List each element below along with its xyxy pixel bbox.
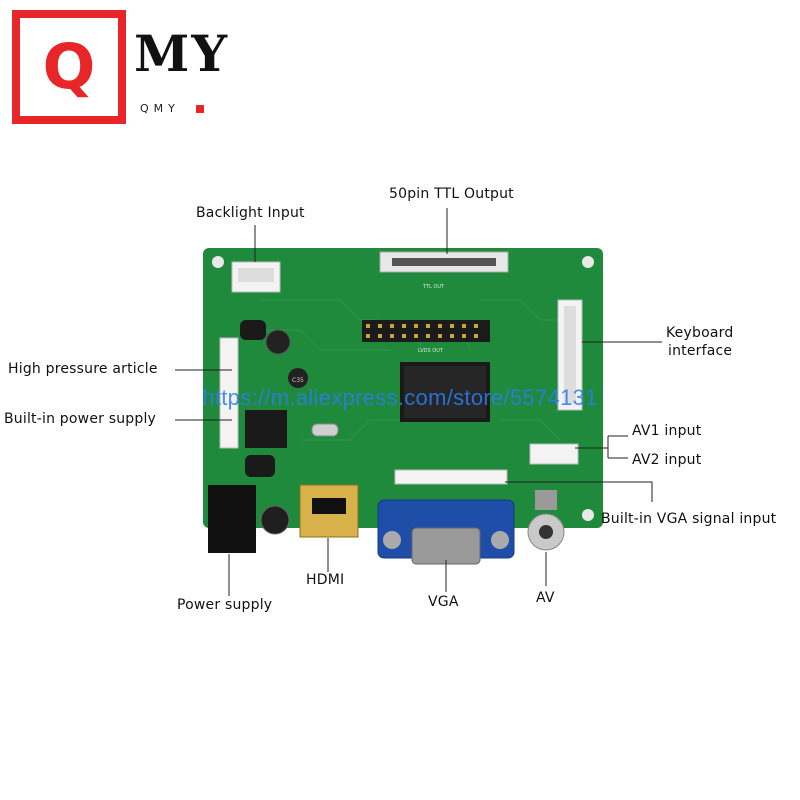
label-keyboard-1: Keyboard (666, 325, 734, 341)
vga-signal-strip (394, 469, 508, 485)
label-av: AV (536, 590, 555, 606)
label-av2: AV2 input (632, 452, 702, 468)
power-jack (208, 485, 256, 553)
logo-letter: Q (42, 30, 96, 103)
pin-header (362, 320, 490, 342)
label-ttl-output: 50pin TTL Output (389, 186, 514, 202)
label-backlight: Backlight Input (196, 205, 305, 221)
mount-hole-1 (212, 256, 224, 268)
capacitor-3 (260, 505, 290, 535)
logo-red-dot (196, 105, 204, 113)
label-hdmi: HDMI (306, 572, 345, 588)
silk-lvds: LVDS OUT (418, 348, 444, 354)
capacitor-2 (288, 368, 308, 388)
logo-wordmark: MY (134, 24, 230, 83)
label-vga-signal: Built-in VGA signal input (601, 511, 777, 527)
cap-silk: C35 (292, 377, 304, 384)
label-av1: AV1 input (632, 423, 702, 439)
mount-hole-4 (582, 509, 594, 521)
silk-ttl: TTL OUT (422, 284, 445, 290)
label-builtin-power: Built-in power supply (4, 411, 157, 427)
capacitor-1 (265, 329, 291, 355)
brand-logo: Q (12, 10, 126, 124)
regulator-2 (240, 320, 266, 340)
label-power-supply: Power supply (177, 597, 273, 613)
label-vga: VGA (428, 594, 459, 610)
av-connector (529, 443, 579, 465)
regulator-3 (245, 455, 275, 477)
label-keyboard-2: interface (668, 343, 733, 359)
logo-subtext: QMY (140, 102, 180, 115)
leader-vga-signal (505, 481, 653, 502)
store-watermark-link[interactable]: https://m.aliexpress.com/store/5574131 (202, 385, 598, 410)
crystal (311, 423, 339, 437)
label-high-pressure: High pressure article (8, 361, 158, 377)
logo-inner-frame (20, 18, 118, 116)
regulator-1 (245, 410, 287, 448)
mount-hole-2 (582, 256, 594, 268)
